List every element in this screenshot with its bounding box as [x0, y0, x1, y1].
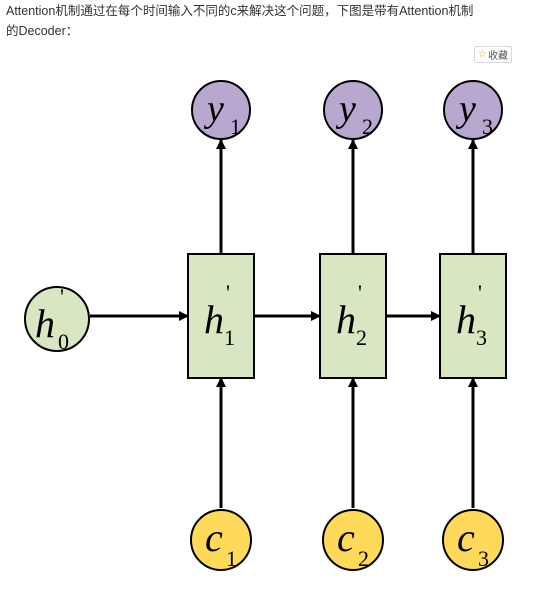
context-1-sub: 1	[226, 546, 237, 571]
context-2-symbol: c	[337, 515, 355, 560]
initial-state-symbol: h	[35, 301, 55, 346]
star-icon: ☆	[478, 48, 487, 60]
output-1-sub: 1	[230, 114, 241, 139]
output-2-symbol: y	[335, 88, 356, 130]
hidden-2-sub: 2	[356, 325, 367, 350]
context-node-3: c 3	[442, 509, 504, 571]
edges	[90, 139, 478, 508]
output-node-1: y 1	[191, 80, 251, 140]
hidden-state-3: h ' 3	[439, 253, 507, 379]
context-2-sub: 2	[358, 546, 369, 571]
output-3-symbol: y	[455, 88, 476, 130]
hidden-state-2: h ' 2	[319, 253, 387, 379]
output-node-3-circle	[443, 80, 503, 140]
output-node-3: y 3	[443, 80, 503, 140]
context-node-3-circle	[442, 509, 504, 571]
output-node-2: y 2	[323, 80, 383, 140]
initial-state-circle	[24, 286, 90, 352]
hidden-2-symbol: h	[336, 297, 356, 342]
hidden-state-3-box	[439, 253, 507, 379]
hidden-state-1-box	[187, 253, 255, 379]
context-node-1: c 1	[190, 509, 252, 571]
output-node-1-circle	[191, 80, 251, 140]
context-node-2-circle	[322, 509, 384, 571]
output-1-symbol: y	[203, 88, 224, 130]
context-node-1-circle	[190, 509, 252, 571]
context-node-2: c 2	[322, 509, 384, 571]
hidden-2-prime: '	[358, 280, 362, 305]
hidden-state-1: h ' 1	[187, 253, 255, 379]
context-1-symbol: c	[205, 515, 223, 560]
favorite-button[interactable]: ☆ 收藏	[474, 46, 512, 63]
context-3-symbol: c	[457, 515, 475, 560]
hidden-3-sub: 3	[476, 325, 487, 350]
context-3-sub: 3	[478, 546, 489, 571]
output-node-2-circle	[323, 80, 383, 140]
favorite-label: 收藏	[487, 51, 508, 62]
hidden-1-prime: '	[226, 280, 230, 305]
initial-state-node: h ' 0	[24, 284, 90, 354]
hidden-state-2-box	[319, 253, 387, 379]
output-2-sub: 2	[362, 114, 373, 139]
hidden-3-prime: '	[478, 280, 482, 305]
hidden-1-symbol: h	[204, 297, 224, 342]
output-3-sub: 3	[482, 114, 493, 139]
intro-text: Attention机制通过在每个时间输入不同的c来解决这个问题，下图是带有Att…	[6, 4, 474, 38]
initial-state-prime: '	[60, 284, 64, 309]
hidden-1-sub: 1	[224, 325, 235, 350]
initial-state-sub: 0	[58, 329, 69, 354]
hidden-3-symbol: h	[456, 297, 476, 342]
